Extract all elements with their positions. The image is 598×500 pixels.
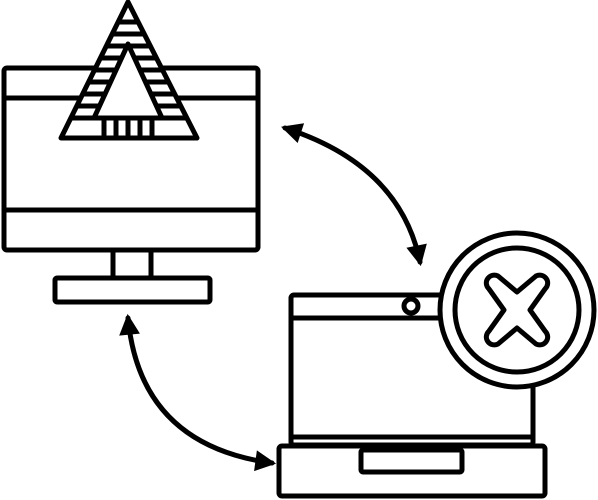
sync-arrow-bottom-left xyxy=(119,313,277,472)
sync-arrow-top-right xyxy=(281,123,427,267)
webcam-icon xyxy=(401,296,421,316)
error-x-circle-icon xyxy=(437,230,597,390)
